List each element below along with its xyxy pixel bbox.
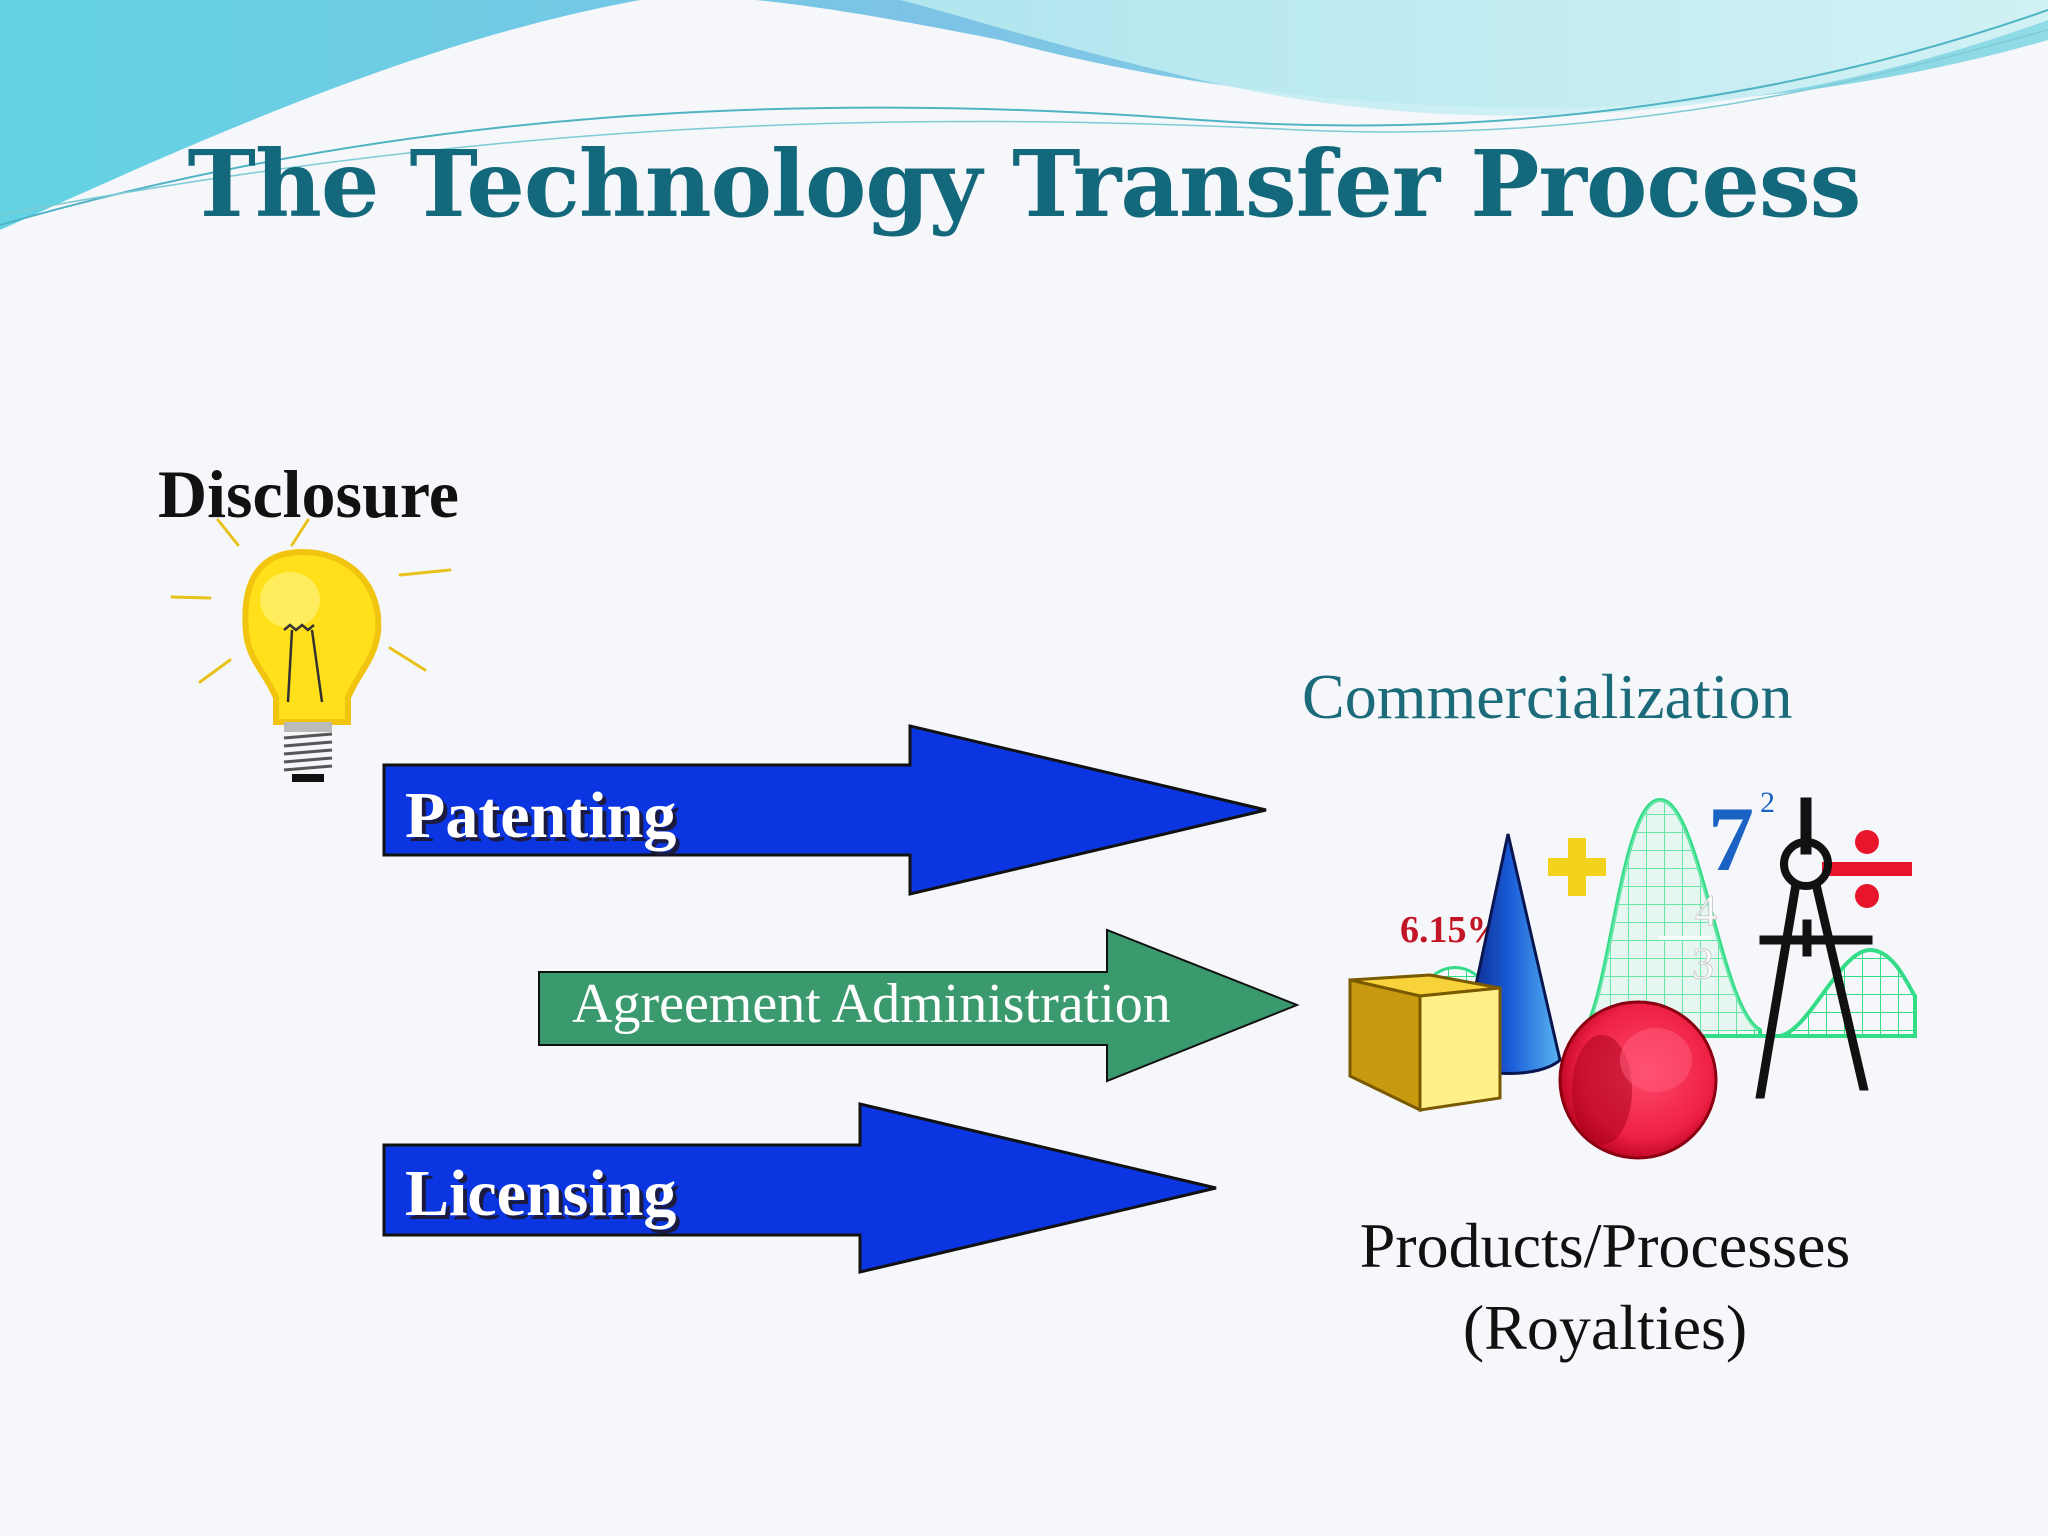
licensing-arrow bbox=[382, 1102, 1217, 1274]
seven-label: 7 bbox=[1708, 788, 1754, 890]
fraction-top: 4 bbox=[1695, 886, 1717, 935]
geometry-math-clipart: 4 3 7 2 6.15% bbox=[1348, 786, 1917, 1160]
patenting-arrow bbox=[382, 724, 1267, 896]
licensing-label: Licensing bbox=[405, 1157, 677, 1230]
fraction-bottom: 3 bbox=[1692, 939, 1714, 988]
slide-title: The Technology Transfer Process bbox=[187, 130, 1862, 238]
agreement-administration-label: Agreement Administration bbox=[572, 973, 1171, 1035]
patenting-label: Patenting bbox=[405, 779, 677, 852]
outcome-line-2: (Royalties) bbox=[1462, 1292, 1748, 1363]
header-wave bbox=[0, 0, 2048, 230]
outcome-label: Products/Processes (Royalties) bbox=[1280, 1205, 1930, 1369]
outcome-line-1: Products/Processes bbox=[1359, 1210, 1851, 1281]
exponent-label: 2 bbox=[1760, 786, 1775, 819]
light-bulb-icon bbox=[170, 518, 452, 782]
commercialization-label: Commercialization bbox=[1302, 661, 1793, 732]
agreement-administration-arrow bbox=[538, 928, 1300, 1083]
